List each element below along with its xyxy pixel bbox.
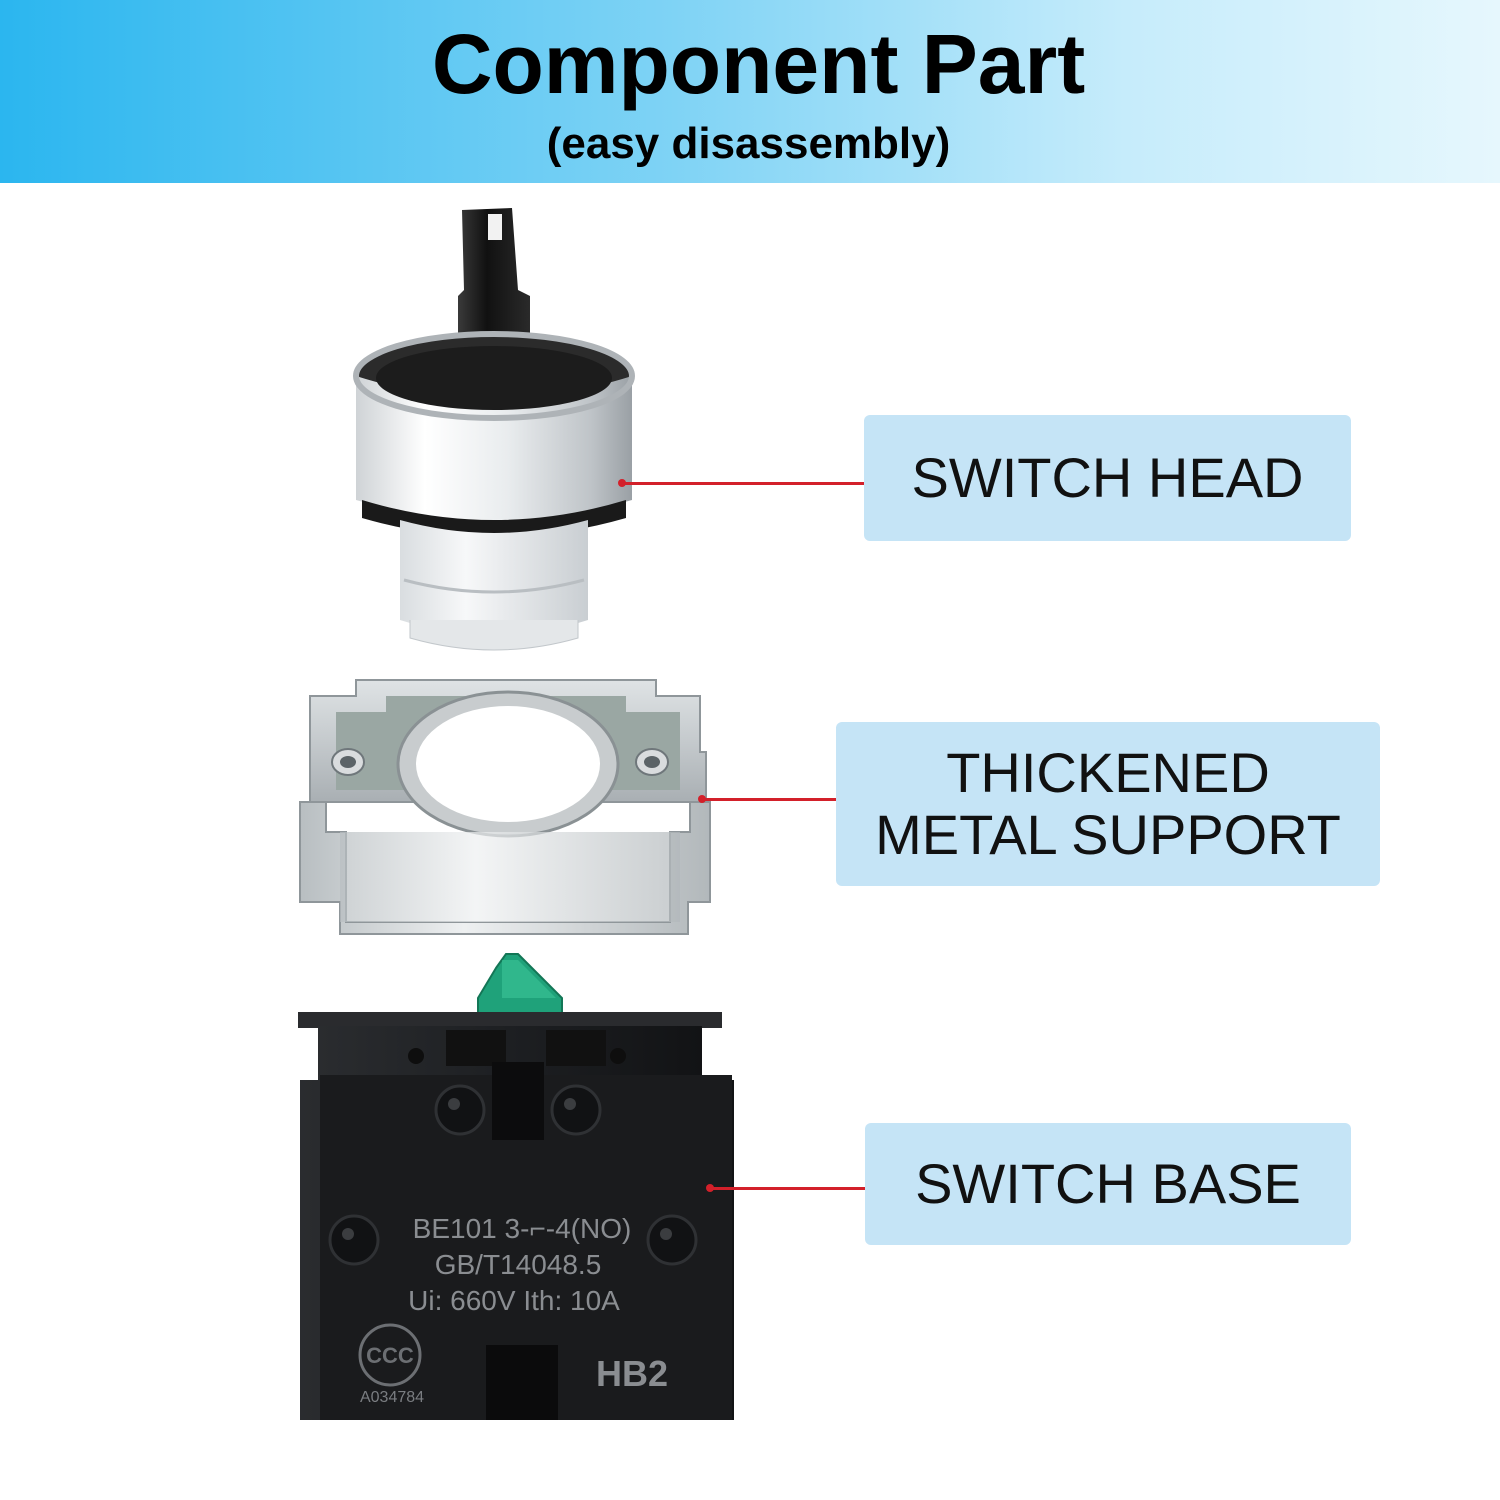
switch-head-image bbox=[353, 208, 635, 651]
page-title: Component Part bbox=[431, 17, 1086, 111]
switch-base-label-text: SWITCH BASE bbox=[915, 1152, 1301, 1215]
metal-support-label-line1: THICKENED bbox=[946, 741, 1270, 804]
switch-head-label-text: SWITCH HEAD bbox=[911, 446, 1304, 509]
metal-support-label: THICKENED METAL SUPPORT bbox=[836, 722, 1380, 886]
metal-support-image bbox=[299, 679, 711, 935]
metal-support-leader-line bbox=[702, 798, 846, 801]
switch-base-label: SWITCH BASE bbox=[865, 1123, 1351, 1245]
switch-head-label: SWITCH HEAD bbox=[864, 415, 1351, 541]
header-banner: Component Part (easy disassembly) bbox=[0, 0, 1500, 183]
switch-base-image: CCC BE101 3-⌐-4(NO) GB/T14048.5 Ui: 660V… bbox=[298, 953, 734, 1420]
switch-base-leader-line bbox=[710, 1187, 880, 1190]
base-marking-line2: GB/T14048.5 bbox=[435, 1249, 602, 1280]
base-marking-code: A034784 bbox=[360, 1389, 424, 1406]
base-marking-line1: BE101 3-⌐-4(NO) bbox=[413, 1213, 632, 1244]
page-subtitle: (easy disassembly) bbox=[546, 119, 951, 168]
metal-support-label-line2: METAL SUPPORT bbox=[875, 803, 1341, 866]
ccc-mark: CCC bbox=[366, 1343, 414, 1368]
base-marking-line3: Ui: 660V Ith: 10A bbox=[408, 1285, 620, 1316]
base-marking-model: HB2 bbox=[596, 1353, 668, 1394]
switch-head-leader-line bbox=[622, 482, 876, 485]
